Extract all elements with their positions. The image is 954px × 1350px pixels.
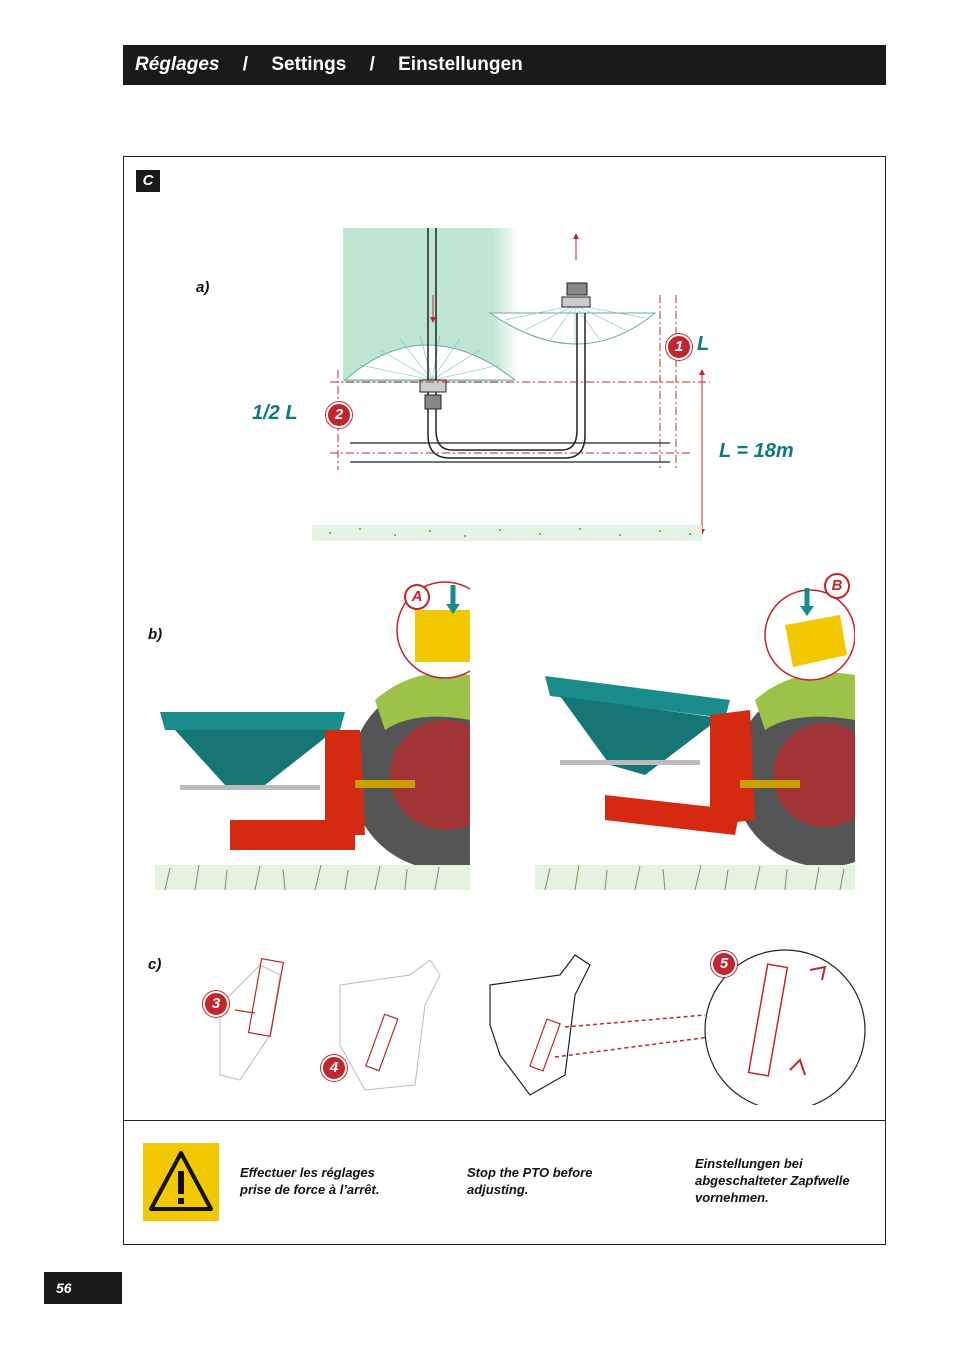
badge-1: 1 [666, 334, 692, 360]
content-frame [123, 156, 886, 1245]
section-tag: C [136, 170, 160, 192]
bracket-adjustment-illustration [219, 949, 866, 1105]
panel-b-label: b) [148, 626, 163, 643]
spreader-position-b-illustration [535, 588, 855, 891]
panel-a-label: a) [196, 279, 210, 296]
warning-text-fr: Effectuer les réglages prise de force à … [240, 1165, 380, 1197]
dimension-l: L [697, 333, 710, 355]
page-number: 56 [44, 1272, 122, 1304]
callout-a: A [404, 584, 430, 610]
warning-triangle-icon [143, 1143, 219, 1221]
badge-3: 3 [203, 991, 229, 1017]
header-separator: / [242, 54, 249, 75]
badge-5: 5 [711, 951, 737, 977]
section-divider [123, 1120, 886, 1121]
warning-text-de: Einstellungen bei abgeschalteter Zapfwel… [695, 1156, 850, 1205]
badge-4: 4 [321, 1055, 347, 1081]
panel-c-label: c) [148, 956, 162, 973]
warning-text-en: Stop the PTO before adjusting. [467, 1165, 593, 1197]
callout-b: B [824, 573, 850, 599]
header-title-en: Settings [271, 54, 347, 75]
page-header: Réglages / Settings / Einstellungen [123, 45, 886, 85]
header-title-fr: Réglages [135, 54, 220, 75]
spreader-position-a-illustration [155, 581, 470, 891]
header-separator: / [369, 54, 375, 75]
spread-pattern-diagram [312, 228, 710, 541]
header-title-de: Einstellungen [398, 54, 523, 75]
dimension-value: L = 18m [719, 440, 794, 462]
badge-2: 2 [326, 402, 352, 428]
dimension-half-l: 1/2 L [252, 402, 298, 424]
